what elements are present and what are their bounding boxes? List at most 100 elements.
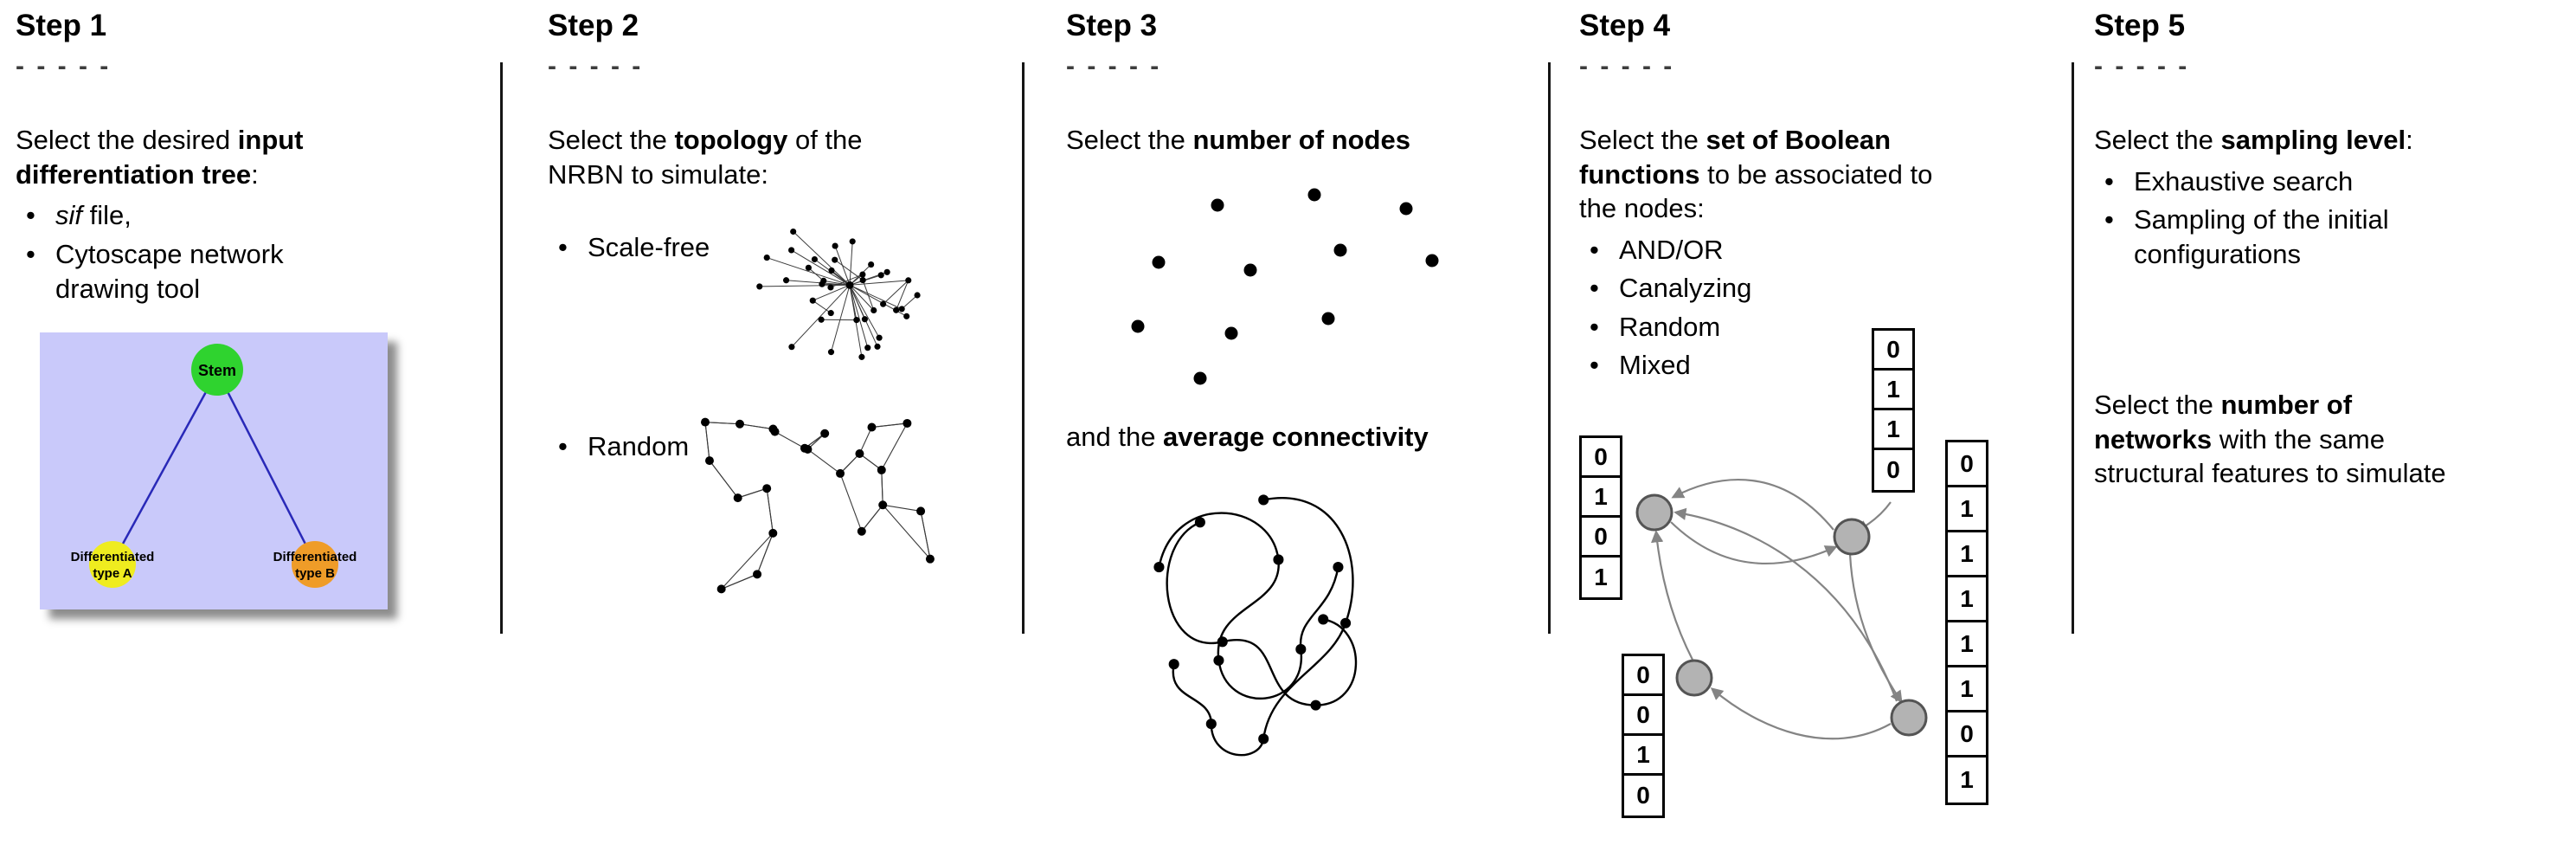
text-segment-bold: number of: [2220, 390, 2353, 420]
step-2-bullet-scale-free: Scale-free: [548, 230, 773, 266]
text-segment: Select the: [2094, 390, 2221, 420]
node-dot: [1205, 719, 1217, 730]
scale-free-network-figure: [756, 228, 921, 360]
step-1-bullet-cytoscape: Cytoscape network drawing tool: [16, 237, 327, 307]
text-segment: Select the: [1066, 125, 1193, 155]
scattered-nodes-figure: [1131, 188, 1439, 385]
text-segment-bold: topology: [674, 125, 788, 155]
truth-table-cell: 1: [1582, 558, 1620, 597]
text-segment-bold: functions: [1579, 158, 1700, 190]
step-2-bullet-random-wrap: Random: [548, 429, 755, 467]
truth-table-cell: 0: [1582, 438, 1620, 478]
truth-table-cell: 1: [1624, 736, 1662, 776]
text-segment: with the same: [2212, 423, 2385, 455]
text-segment: Select the: [1579, 125, 1706, 155]
truth-table-cell: 0: [1582, 518, 1620, 558]
step-1-column: Step 1 - - - - - Select the desired inpu…: [16, 9, 490, 610]
network-arrow: [1670, 521, 1838, 565]
step-4-title: Step 4: [1579, 9, 1671, 42]
text-segment: to be associated to: [1699, 158, 1933, 190]
truth-table-cell: 1: [1948, 577, 1986, 622]
text-segment-bold: set of Boolean: [1706, 125, 1892, 155]
text-segment: structural features to simulate: [2094, 458, 2446, 489]
boolean-node: [1833, 518, 1871, 556]
node-dot: [1131, 319, 1145, 333]
truth-table-cell: 1: [1948, 667, 1986, 712]
truth-table-cell: 1: [1948, 487, 1986, 532]
text-segment: :: [2406, 125, 2413, 155]
type-b-label-line2: type B: [295, 566, 335, 581]
tangled-connectivity-figure: [1153, 494, 1358, 757]
text-segment: and the: [1066, 422, 1164, 452]
step-4-bullet-canalyzing: Canalyzing: [1579, 271, 1856, 306]
step-4-bullet-andor: AND/OR: [1579, 233, 1856, 268]
tree-edge-b: [215, 371, 317, 564]
step-5-bullet-sampling: Sampling of the initial configurations: [2094, 203, 2457, 273]
step-4-bullet-random: Random: [1579, 310, 1856, 345]
text-segment-bold: networks: [2094, 423, 2213, 455]
random-network-figure: [700, 417, 935, 594]
tangle-curve: [1172, 497, 1354, 757]
step-4-column: Step 4 - - - - - Select the set of Boole…: [1579, 9, 2065, 844]
node-dot: [1243, 263, 1257, 277]
node-dot: [1425, 254, 1439, 268]
text-segment: the nodes:: [1579, 193, 1705, 224]
network-arrow: [1671, 479, 1834, 531]
truth-table-cell: 0: [1874, 450, 1912, 490]
step-5-instruction-sampling: Select the sampling level:: [2094, 123, 2544, 158]
network-arrow: [1651, 530, 1693, 661]
step-2-bullet-random: Random: [548, 429, 755, 465]
step-2-dashed-separator: - - - - -: [548, 52, 644, 81]
truth-table-cell: 0: [1624, 656, 1662, 696]
stem-node: [191, 344, 243, 396]
text-segment: NRBN to simulate:: [548, 158, 768, 190]
tangle-curve: [1158, 512, 1339, 699]
node-dot: [1168, 659, 1179, 670]
node-dot: [1318, 614, 1329, 625]
node-dot: [1217, 636, 1228, 648]
step-1-bullet-sif: sif file,: [16, 198, 327, 234]
step-1-title: Step 1: [16, 9, 107, 42]
step-4-bullet-list: AND/OR Canalyzing Random Mixed: [1579, 233, 1856, 383]
text-segment: Select the: [2094, 125, 2221, 155]
column-divider-4: [2072, 62, 2074, 634]
type-a-label-line2: type A: [93, 566, 132, 581]
node-dot: [1295, 643, 1307, 654]
truth-table-cell: 0: [1874, 331, 1912, 371]
truth-table-cell: 0: [1948, 442, 1986, 487]
truth-table-cell: 1: [1948, 532, 1986, 577]
truth-table-bottom-left: 0 0 1 0: [1622, 654, 1665, 818]
boolean-node: [1890, 699, 1928, 737]
truth-table-cell: 1: [1948, 758, 1986, 803]
step-5-bullet-exhaustive: Exhaustive search: [2094, 164, 2457, 200]
boolean-network-figure: [1635, 479, 1928, 740]
truth-table-cell: 1: [1874, 371, 1912, 410]
text-segment: Select the desired: [16, 125, 238, 155]
node-dot: [1333, 562, 1344, 573]
text-segment-bold: sampling level: [2220, 125, 2406, 155]
node-dot: [1211, 198, 1224, 212]
node-dot: [1193, 371, 1207, 385]
node-dot: [1224, 326, 1238, 340]
type-b-label-line1: Differentiated: [273, 550, 357, 564]
truth-table-right: 0 1 1 1 1 1 0 1: [1945, 440, 1988, 805]
column-divider-2: [1022, 62, 1025, 634]
node-dot: [1194, 517, 1205, 528]
step-4-bullet-mixed: Mixed: [1579, 348, 1856, 384]
text-segment-bold: number of nodes: [1192, 125, 1410, 155]
step-2-bullet-scale-free-wrap: Scale-free: [548, 230, 773, 268]
step-3-instruction-nodes: Select the number of nodes: [1066, 123, 1542, 158]
network-arrow: [1710, 687, 1892, 740]
network-arrow: [1848, 553, 1903, 704]
step-5-bullet-list: Exhaustive search Sampling of the initia…: [2094, 164, 2457, 273]
text-segment: file,: [82, 200, 132, 231]
truth-table-cell: 0: [1624, 696, 1662, 736]
text-segment-bold: differentiation tree: [16, 158, 252, 190]
step-1-dashed-separator: - - - - -: [16, 52, 112, 81]
type-a-label-line1: Differentiated: [71, 550, 155, 564]
step-2-column: Step 2 - - - - - Select the topology of …: [548, 9, 1011, 840]
boolean-node: [1635, 493, 1673, 532]
